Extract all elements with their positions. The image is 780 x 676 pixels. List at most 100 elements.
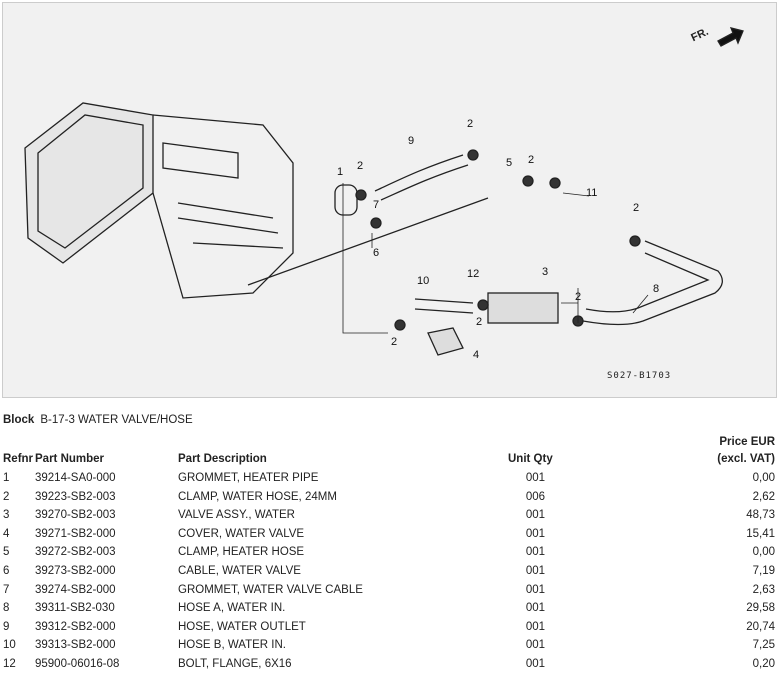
- table-row[interactable]: 3 39270-SB2-003 VALVE ASSY., WATER 001 48,73: [0, 509, 780, 527]
- parts-diagram: FR. 1 2 9 2 5 2 11 2 7 6 8 3 12 10 2 2 2…: [2, 2, 777, 398]
- cell-part-number: 39272-SB2-003: [35, 546, 116, 559]
- callout[interactable]: 2: [633, 202, 640, 214]
- header-refnr: Refnr: [3, 453, 34, 465]
- callout[interactable]: 2: [575, 291, 582, 303]
- cell-price: 20,74: [746, 620, 775, 633]
- clamps: [355, 149, 641, 331]
- callout[interactable]: 11: [586, 187, 598, 199]
- cell-refnr: 12: [3, 658, 16, 670]
- callout[interactable]: 5: [506, 157, 513, 169]
- cell-description: CLAMP, WATER HOSE, 24MM: [178, 490, 337, 503]
- cell-unit-qty: 001: [525, 602, 545, 615]
- cell-part-number: 39273-SB2-000: [35, 565, 116, 577]
- hose-9: [374, 154, 469, 201]
- diagram-code: S027-B1703: [607, 371, 672, 381]
- cell-part-number: 39311-SB2-030: [35, 602, 115, 615]
- cell-description: HOSE A, WATER IN.: [178, 602, 286, 615]
- cell-refnr: 6: [3, 565, 10, 577]
- cell-unit-qty: 001: [525, 546, 545, 559]
- cell-price: 2,62: [752, 490, 775, 503]
- cell-unit-qty: 001: [525, 658, 545, 670]
- block-title: Block B-17-3 WATER VALVE/HOSE: [3, 414, 193, 426]
- cell-description: VALVE ASSY., WATER: [178, 509, 295, 522]
- cell-description: GROMMET, HEATER PIPE: [178, 472, 319, 484]
- cell-price: 48,73: [746, 509, 775, 522]
- callout[interactable]: 7: [373, 199, 380, 211]
- water-valve: [487, 292, 559, 324]
- callout[interactable]: 12: [467, 268, 480, 280]
- callout[interactable]: 2: [357, 160, 364, 172]
- cell-refnr: 5: [3, 546, 10, 559]
- grommet: [334, 184, 358, 216]
- callout[interactable]: 1: [337, 166, 344, 178]
- table-row[interactable]: 6 39273-SB2-000 CABLE, WATER VALVE 001 7,19: [0, 565, 780, 583]
- callout[interactable]: 2: [476, 316, 483, 328]
- cell-unit-qty: 001: [525, 472, 545, 484]
- cell-price: 0,00: [752, 546, 775, 559]
- cable: [247, 197, 489, 286]
- cell-description: BOLT, FLANGE, 6X16: [178, 658, 292, 670]
- callout[interactable]: 4: [473, 349, 480, 361]
- table-row[interactable]: 12 95900-06016-08 BOLT, FLANGE, 6X16 001 0,2…: [0, 658, 780, 676]
- heater-unit: [24, 102, 294, 299]
- cell-refnr: 1: [3, 472, 10, 484]
- callout[interactable]: 9: [408, 135, 415, 147]
- callout[interactable]: 2: [391, 336, 398, 348]
- cell-description: CABLE, WATER VALVE: [178, 565, 301, 577]
- callout[interactable]: 6: [373, 247, 380, 259]
- cell-price: 2,63: [752, 583, 775, 596]
- diagram-drawing: [24, 27, 744, 356]
- cell-price: 29,58: [746, 602, 775, 615]
- callout[interactable]: 10: [417, 275, 430, 287]
- header-description: Part Description: [178, 453, 267, 465]
- cell-description: CLAMP, HEATER HOSE: [178, 546, 305, 559]
- cell-part-number: 39223-SB2-003: [35, 490, 116, 503]
- cell-unit-qty: 001: [525, 639, 545, 652]
- cell-price: 0,20: [752, 658, 775, 670]
- cell-part-number: 39271-SB2-000: [35, 527, 116, 540]
- cell-refnr: 7: [3, 583, 10, 596]
- callout[interactable]: 3: [542, 266, 549, 278]
- cell-unit-qty: 001: [525, 565, 545, 577]
- cell-refnr: 3: [3, 509, 10, 522]
- callout[interactable]: 2: [467, 118, 474, 130]
- callout[interactable]: 8: [653, 283, 660, 295]
- cell-refnr: 2: [3, 490, 10, 503]
- cell-part-number: 39214-SA0-000: [35, 472, 116, 484]
- block-name: B-17-3 WATER VALVE/HOSE: [40, 414, 193, 426]
- header-part-number: Part Number: [35, 453, 105, 465]
- table-row[interactable]: 10 39313-SB2-000 HOSE B, WATER IN. 001 7,25: [0, 639, 780, 657]
- table-row[interactable]: 5 39272-SB2-003 CLAMP, HEATER HOSE 001 0,00: [0, 546, 780, 564]
- cell-price: 7,19: [752, 565, 775, 577]
- front-arrow-icon: [717, 27, 744, 47]
- price-header-line1: Price EUR: [719, 436, 775, 448]
- cell-part-number: 39270-SB2-003: [35, 509, 116, 522]
- cell-part-number: 39274-SB2-000: [35, 583, 116, 596]
- header-price: (excl. VAT): [717, 453, 775, 465]
- cell-part-number: 39313-SB2-000: [35, 639, 116, 652]
- callout[interactable]: 2: [528, 154, 535, 166]
- cell-unit-qty: 001: [525, 620, 545, 633]
- table-row[interactable]: 8 39311-SB2-030 HOSE A, WATER IN. 001 29,58: [0, 602, 780, 620]
- cell-description: COVER, WATER VALVE: [178, 527, 305, 540]
- hose-10: [414, 298, 474, 314]
- cell-price: 7,25: [752, 639, 775, 652]
- cell-part-number: 95900-06016-08: [35, 658, 120, 670]
- valve-cover: [427, 327, 464, 356]
- cell-unit-qty: 001: [525, 509, 545, 522]
- cell-description: HOSE B, WATER IN.: [178, 639, 286, 652]
- cell-price: 15,41: [746, 527, 775, 540]
- cell-refnr: 9: [3, 620, 10, 633]
- cell-part-number: 39312-SB2-000: [35, 620, 116, 633]
- cell-refnr: 10: [3, 639, 16, 652]
- cell-refnr: 8: [3, 602, 10, 615]
- cell-unit-qty: 001: [525, 527, 545, 540]
- hose-8: [582, 240, 723, 326]
- block-label: Block: [3, 414, 35, 426]
- cell-refnr: 4: [3, 527, 10, 540]
- table-row[interactable]: 4 39271-SB2-000 COVER, WATER VALVE 001 15,41: [0, 528, 780, 546]
